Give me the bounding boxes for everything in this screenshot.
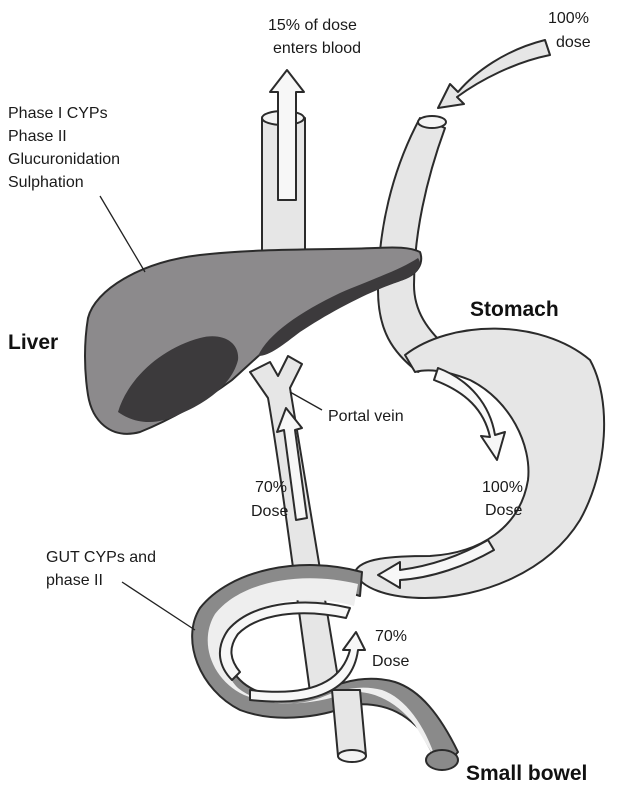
label-gut-line1: GUT CYPs and [46, 549, 156, 566]
label-enzyme-sulphation: Sulphation [8, 174, 84, 191]
label-stomach-dose-line1: 100% [482, 479, 523, 496]
liver-organ [85, 247, 421, 433]
label-bowel-dose-line2: Dose [372, 653, 409, 670]
leader-enzymes [100, 196, 145, 272]
leader-portal-vein [290, 392, 322, 410]
label-stomach-dose-line2: Dose [485, 502, 522, 519]
portal-vein [250, 356, 340, 692]
label-dose-in-line1: 100% [548, 10, 589, 27]
label-blood-line2: enters blood [273, 40, 361, 57]
label-bowel-dose-line1: 70% [375, 628, 407, 645]
arrow-dose-in [438, 40, 550, 108]
label-enzyme-phase1: Phase I CYPs [8, 105, 108, 122]
leader-gut [122, 582, 195, 630]
label-liver: Liver [8, 331, 58, 354]
label-portal-vein: Portal vein [328, 408, 404, 425]
label-portal-dose-line2: Dose [251, 503, 288, 520]
oesophagus [378, 118, 452, 372]
label-enzyme-glucuronidation: Glucuronidation [8, 151, 120, 168]
label-portal-dose-line1: 70% [255, 479, 287, 496]
label-blood-line1: 15% of dose [268, 17, 357, 34]
label-gut-line2: phase II [46, 572, 103, 589]
label-small-bowel: Small bowel [466, 762, 587, 785]
label-stomach: Stomach [470, 298, 559, 321]
label-dose-in-line2: dose [556, 34, 591, 51]
label-enzyme-phase2: Phase II [8, 128, 67, 145]
